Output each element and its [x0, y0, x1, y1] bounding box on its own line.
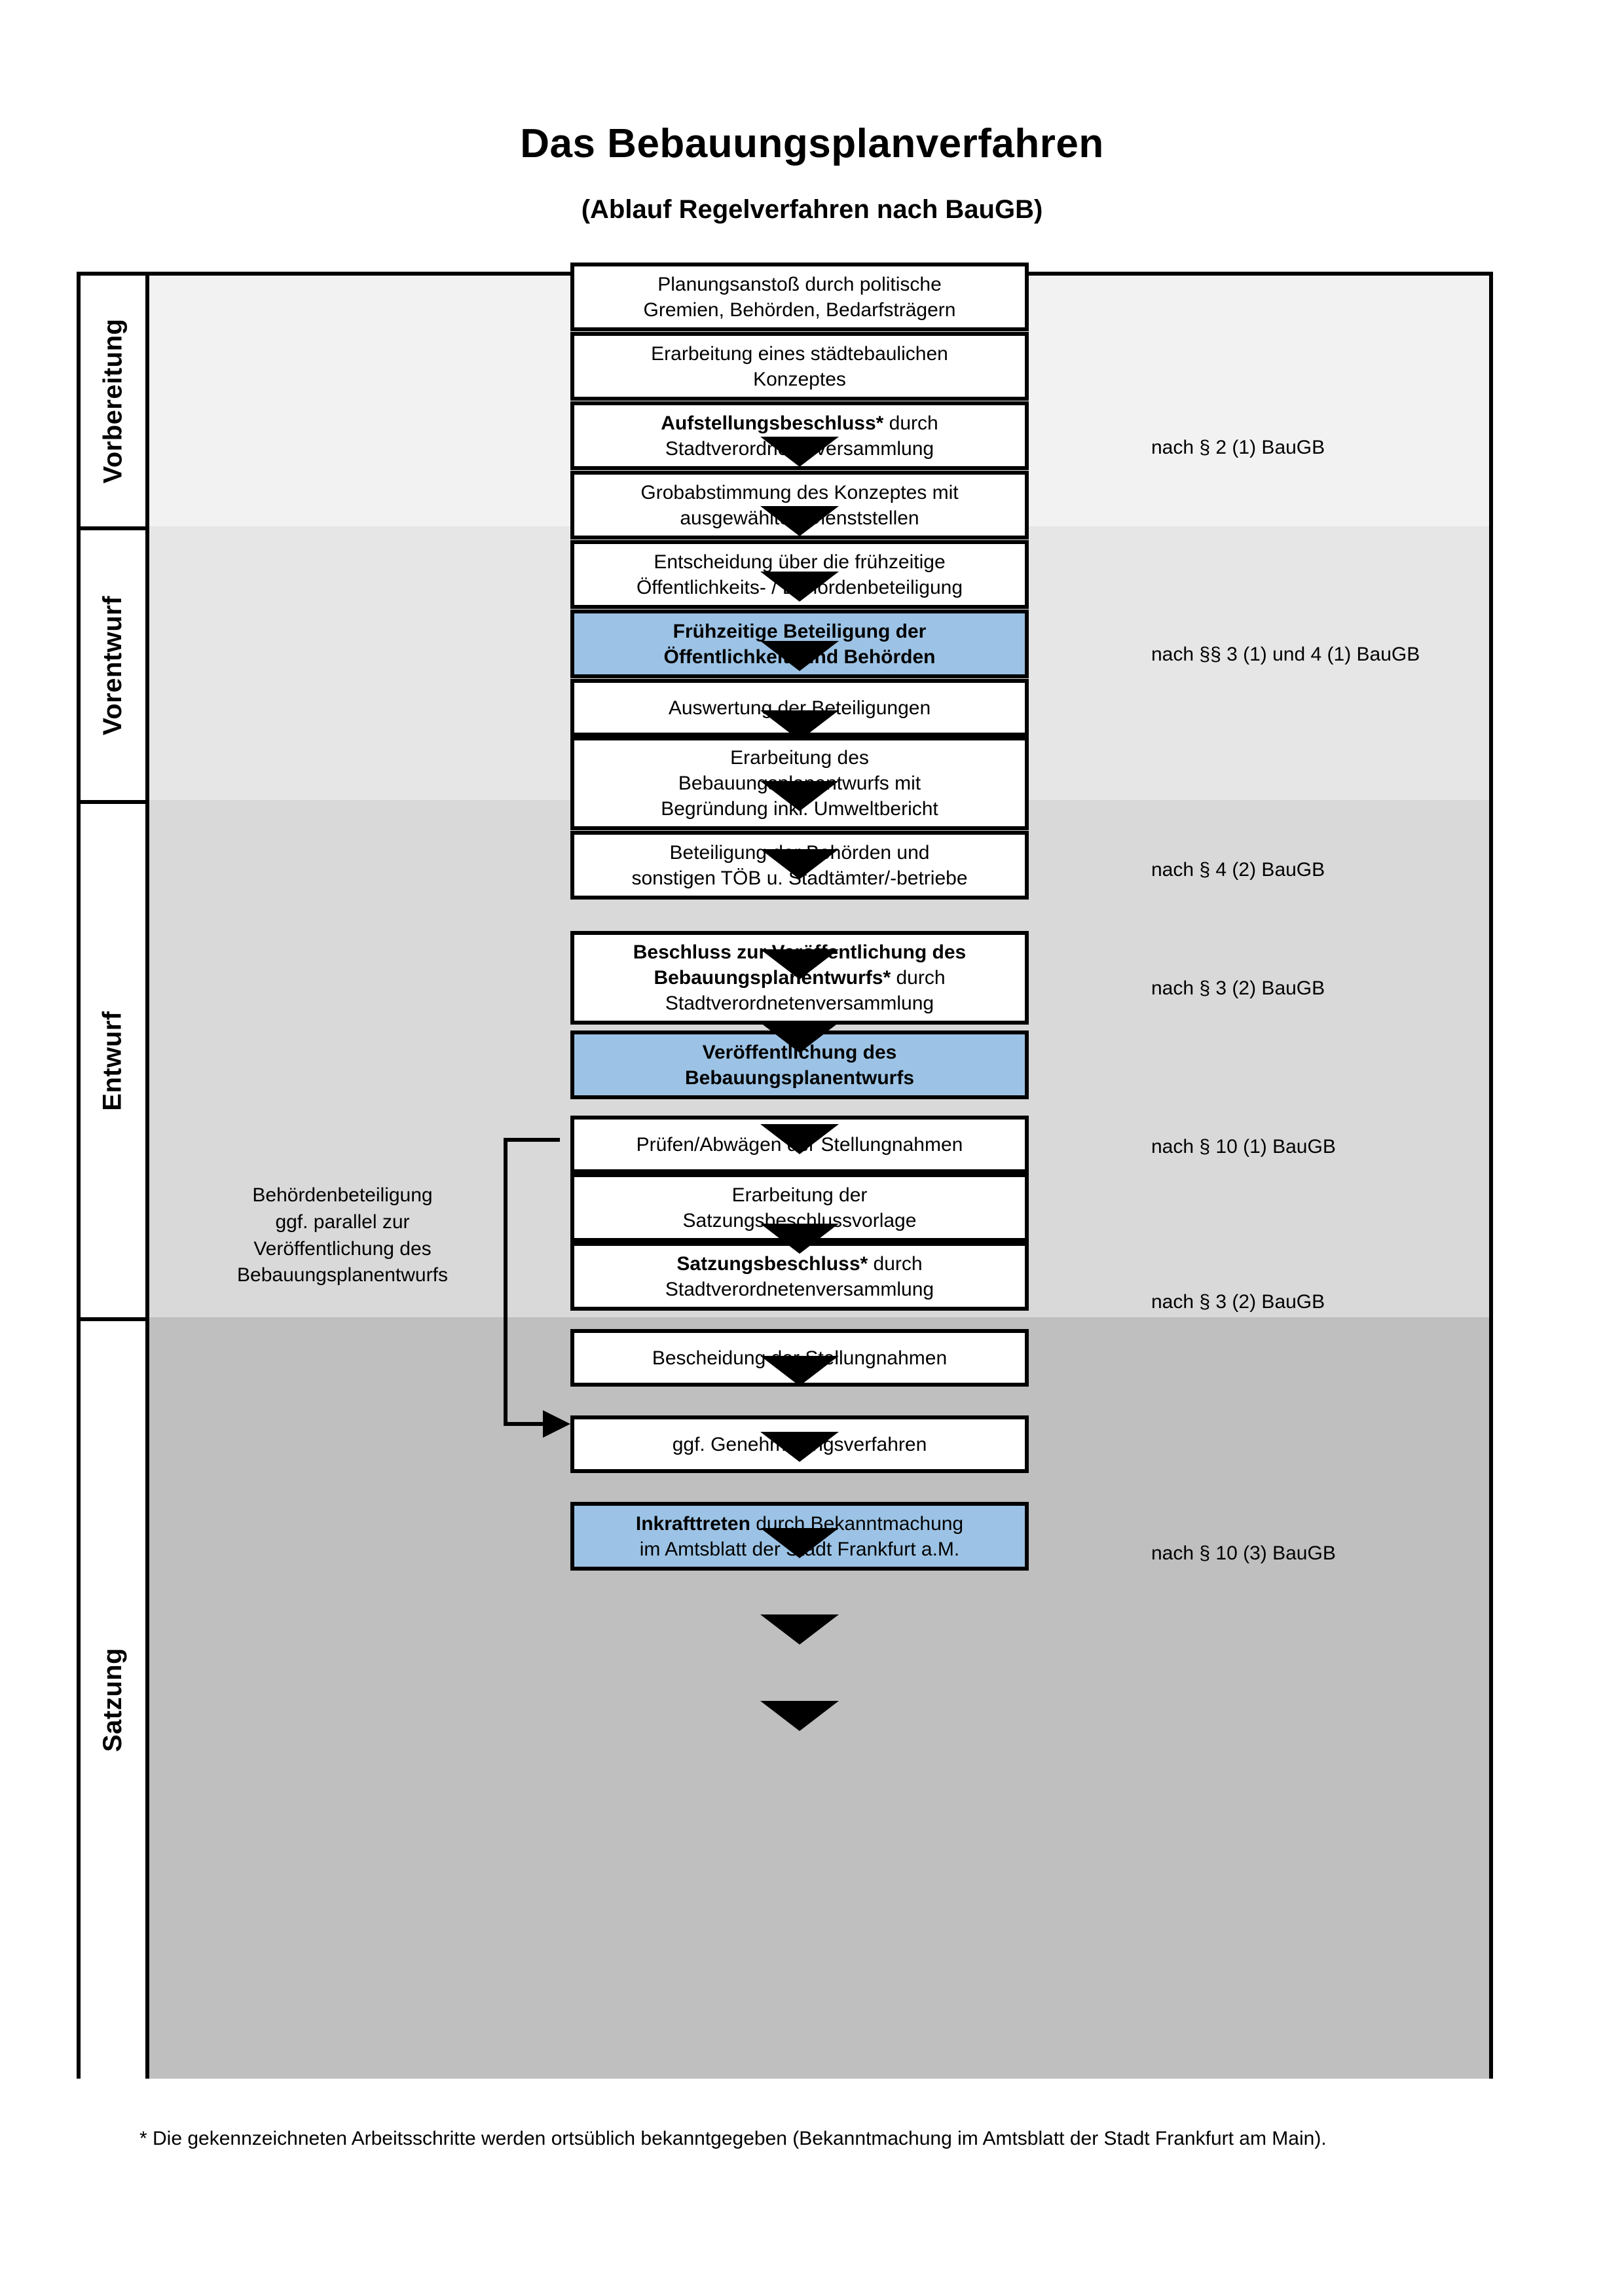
- flow-step-line: Stadtverordnetenversammlung: [665, 993, 934, 1014]
- flow-step-line: Satzungsbeschluss* durch: [665, 1251, 934, 1277]
- legal-reference: nach § 2 (1) BauGB: [1151, 437, 1325, 458]
- flow-arrow-down-icon: [760, 849, 839, 879]
- flow-step-line: Erarbeitung eines städtebaulichen: [651, 342, 948, 365]
- flow-step-line: Planungsanstoß durch politische: [657, 273, 942, 295]
- flow-step-box[interactable]: Erarbeitung des Bebauungsplanentwurfs mi…: [570, 737, 1029, 830]
- phase-label-entwurf: Entwurf: [98, 1010, 127, 1111]
- entwurf-side-note: Behördenbeteiligung ggf. parallel zur Ve…: [172, 1182, 513, 1289]
- flow-step-line: Frühzeitige Beteiligung der: [673, 620, 927, 642]
- flow-step-bold: Inkrafttreten: [635, 1512, 750, 1535]
- flow-arrow-down-icon: [760, 437, 839, 467]
- flow-arrow-down-icon: [760, 710, 839, 740]
- flow-step-box[interactable]: Planungsanstoß durch politische Gremien,…: [570, 263, 1029, 331]
- flow-step-line: Bebauungsplanentwurfs: [684, 1066, 915, 1089]
- flow-arrow-down-icon: [760, 506, 839, 536]
- flow-arrow-down-icon: [760, 1224, 839, 1254]
- parallel-path-connector: [504, 1138, 572, 1468]
- title-block: Das Bebauungsplanverfahren (Ablauf Regel…: [0, 121, 1624, 225]
- flow-step-line: Entscheidung über die frühzeitige: [654, 551, 946, 573]
- phase-label-vorentwurf: Vorentwurf: [98, 595, 127, 735]
- flow-step-suffix: durch: [868, 1252, 923, 1275]
- flow-step-line: Aufstellungsbeschluss* durch: [661, 410, 938, 436]
- footnote: * Die gekennzeichneten Arbeitsschritte w…: [139, 2128, 1327, 2149]
- flow-arrow-down-icon: [760, 572, 839, 602]
- flow-step-line: Gremien, Behörden, Bedarfsträgern: [643, 299, 956, 321]
- flow-step-box-highlight[interactable]: Inkrafttreten durch Bekanntmachung im Am…: [570, 1502, 1029, 1571]
- flow-step-line: Konzeptes: [753, 368, 846, 390]
- legal-reference: nach § 10 (1) BauGB: [1151, 1136, 1336, 1157]
- flow-arrow-down-icon: [760, 1023, 839, 1053]
- phase-cell-entwurf: Entwurf: [81, 800, 145, 1317]
- page-subtitle: (Ablauf Regelverfahren nach BauGB): [581, 195, 1043, 225]
- flow-arrow-down-icon: [760, 1432, 839, 1462]
- connector-arrowhead-icon: [543, 1410, 570, 1438]
- entwurf-note-line: Veröffentlichung des: [253, 1237, 432, 1260]
- flow-arrow-down-icon: [760, 1701, 839, 1731]
- flow-arrow-down-icon: [760, 1124, 839, 1154]
- phase-cell-vorentwurf: Vorentwurf: [81, 526, 145, 800]
- connector-segment-top: [504, 1138, 560, 1142]
- phase-cell-satzung: Satzung: [81, 1317, 145, 2079]
- phase-label-column: Vorbereitung Vorentwurf Entwurf Satzung: [81, 276, 149, 2079]
- legal-reference: nach §§ 3 (1) und 4 (1) BauGB: [1151, 644, 1420, 665]
- flow-step-bold: Aufstellungsbeschluss*: [661, 412, 884, 434]
- legal-reference: nach § 10 (3) BauGB: [1151, 1542, 1336, 1564]
- entwurf-note-line: Behördenbeteiligung: [252, 1184, 433, 1206]
- flow-arrow-down-icon: [760, 641, 839, 671]
- connector-segment-left: [504, 1138, 507, 1426]
- flow-arrow-down-icon: [760, 781, 839, 811]
- flow-step-suffix: durch: [883, 412, 938, 434]
- flow-arrow-down-icon: [760, 1614, 839, 1645]
- flow-step-line: Erarbeitung der: [731, 1184, 868, 1206]
- legal-reference: nach § 3 (2) BauGB: [1151, 977, 1325, 999]
- phase-cell-vorbereitung: Vorbereitung: [81, 276, 145, 526]
- flow-step-line: Grobabstimmung des Konzeptes mit: [640, 481, 959, 503]
- flowchart-frame: Vorbereitung Vorentwurf Entwurf Satzung …: [77, 263, 1493, 2079]
- flow-step-line: Erarbeitung des: [730, 747, 869, 769]
- legal-reference: nach § 4 (2) BauGB: [1151, 859, 1325, 881]
- page-title: Das Bebauungsplanverfahren: [520, 121, 1104, 166]
- flow-arrow-down-icon: [760, 949, 839, 979]
- flow-arrow-down-icon: [760, 1356, 839, 1386]
- flow-step-box[interactable]: Erarbeitung eines städtebaulichen Konzep…: [570, 332, 1029, 401]
- flow-step-bold: Satzungsbeschluss*: [676, 1252, 868, 1275]
- entwurf-note-line: Bebauungsplanentwurfs: [237, 1264, 448, 1286]
- phase-label-vorbereitung: Vorbereitung: [98, 318, 127, 484]
- legal-reference: nach § 3 (2) BauGB: [1151, 1291, 1325, 1313]
- flow-step-suffix: durch: [891, 967, 946, 989]
- entwurf-note-line: ggf. parallel zur: [275, 1211, 410, 1233]
- flow-step-line: Stadtverordnetenversammlung: [665, 1278, 934, 1300]
- connector-segment-bottom: [504, 1422, 545, 1426]
- flow-arrow-down-icon: [760, 1528, 839, 1558]
- phase-label-satzung: Satzung: [98, 1647, 128, 1753]
